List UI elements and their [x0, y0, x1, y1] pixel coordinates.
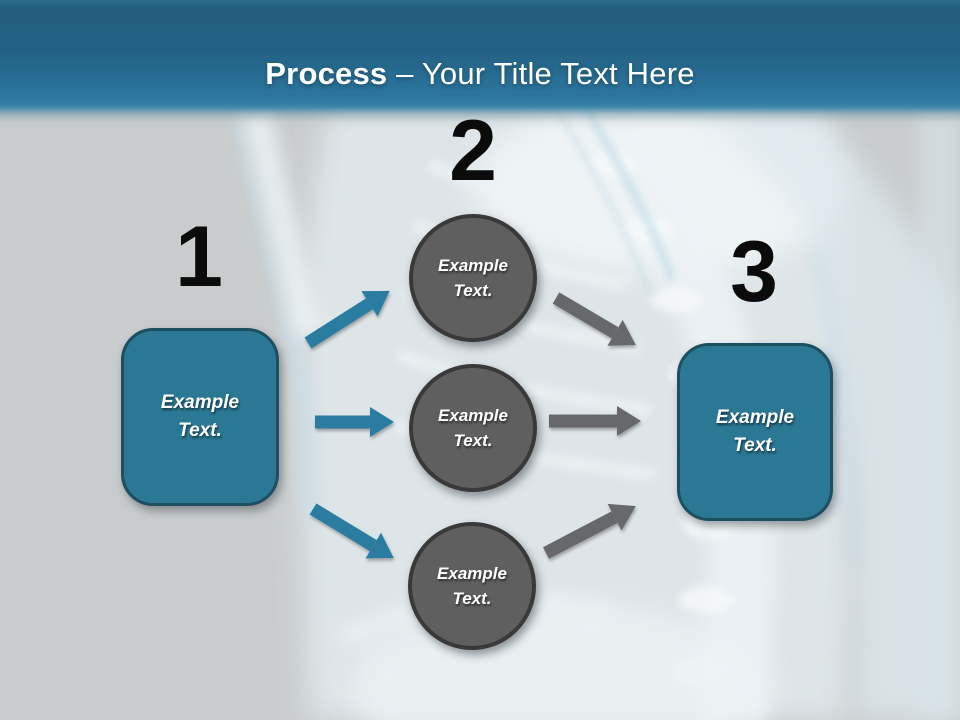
- step2-circle-1-label: Example Text.: [438, 255, 508, 301]
- step1-box: Example Text.: [121, 328, 279, 506]
- step-number-1: 1: [175, 209, 223, 305]
- title-regular-segment: – Your Title Text Here: [396, 56, 695, 91]
- step-number-3: 3: [730, 224, 778, 320]
- step2-circle-2-label: Example Text.: [438, 405, 508, 451]
- step2-circle-1: Example Text.: [409, 214, 537, 342]
- title-bold-segment: Process: [265, 56, 388, 91]
- step3-box: Example Text.: [677, 343, 833, 521]
- step2-circle-3-label: Example Text.: [437, 563, 507, 609]
- teal-arrow-1: [304, 290, 390, 349]
- title-bar: Process – Your Title Text Here: [0, 0, 960, 130]
- gray-arrow-3: [542, 503, 636, 559]
- step2-circle-3: Example Text.: [408, 522, 536, 650]
- slide-title: Process – Your Title Text Here: [0, 56, 960, 92]
- gray-arrow-1: [552, 292, 636, 346]
- step1-box-label: Example Text.: [160, 391, 240, 442]
- step2-circle-2: Example Text.: [409, 364, 537, 492]
- step3-box-label: Example Text.: [715, 406, 795, 457]
- step-number-2: 2: [449, 103, 497, 199]
- teal-arrow-3: [309, 503, 394, 559]
